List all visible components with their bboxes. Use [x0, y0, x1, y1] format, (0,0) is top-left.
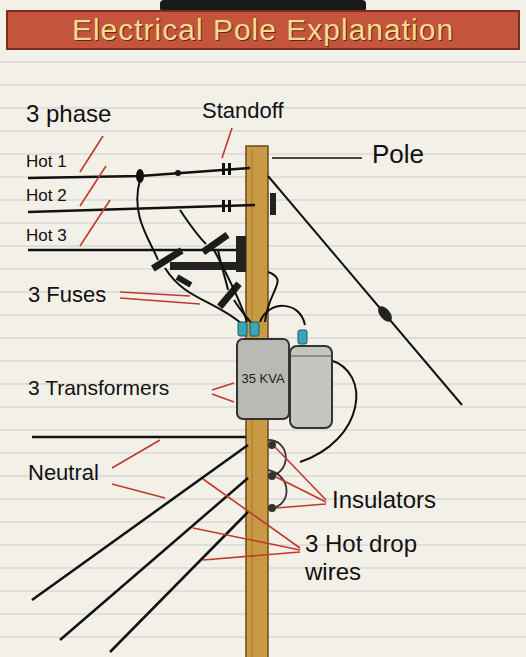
- part-label: Insulators: [332, 486, 436, 514]
- part-label: 3 Hot drop wires: [305, 530, 455, 585]
- crossarm: [170, 262, 246, 270]
- part-label: Hot 3: [26, 226, 67, 246]
- transformer-box: 35 KVA: [236, 338, 290, 420]
- strain-insulator: [375, 304, 394, 324]
- transformer-lid: [290, 355, 332, 356]
- standoff-bracket: [270, 193, 276, 215]
- paper-rule: [0, 62, 526, 63]
- part-label: 3 Fuses: [28, 282, 106, 307]
- transformer-can: [290, 346, 332, 428]
- part-label: Hot 1: [26, 152, 67, 172]
- jumper-wires: [137, 180, 356, 462]
- part-label: 3 Transformers: [28, 376, 169, 400]
- pole-leader: [272, 157, 362, 159]
- title-banner: Electrical Pole Explanation: [6, 10, 520, 50]
- wire-insulators: [136, 163, 231, 212]
- paper-rule: [0, 131, 526, 132]
- crossarm-mount: [236, 236, 246, 272]
- part-label: Standoff: [202, 98, 284, 123]
- rating-text: 35 KVA: [241, 372, 284, 386]
- neutral-wire: [32, 436, 246, 439]
- paper-rule: [0, 85, 526, 86]
- title-text: Electrical Pole Explanation: [72, 13, 454, 47]
- part-label: Hot 2: [26, 186, 67, 206]
- pole-insulators: [268, 441, 276, 512]
- part-label: Neutral: [28, 460, 99, 485]
- leader-lines: [80, 128, 326, 560]
- part-label: Pole: [372, 140, 424, 170]
- part-label: 3 phase: [26, 100, 111, 128]
